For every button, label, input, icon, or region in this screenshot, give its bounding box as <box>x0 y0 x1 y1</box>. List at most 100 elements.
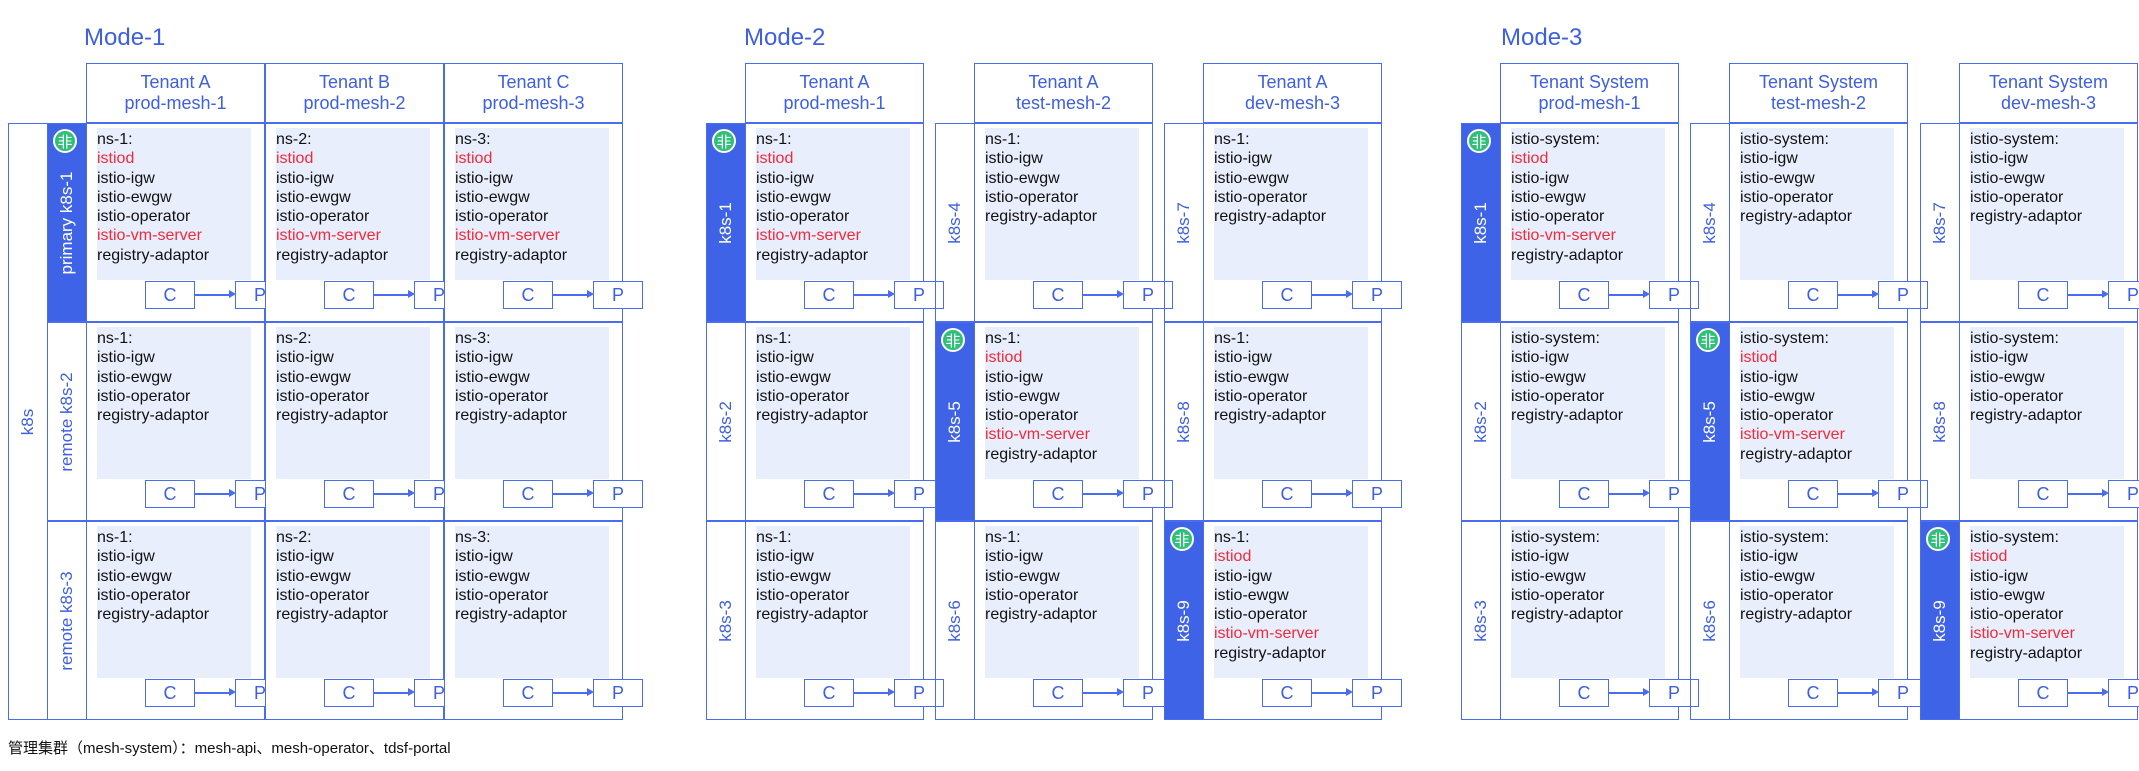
component-control-plane: istio-vm-server <box>1214 625 1319 643</box>
component-item: istio-operator <box>1214 606 1308 624</box>
namespace-panel <box>97 526 251 678</box>
component-item: istio-igw <box>1511 349 1569 367</box>
component-control-plane: istiod <box>1740 349 1778 367</box>
component-item: ns-2: <box>276 330 312 347</box>
provider-box: P <box>1352 679 1402 707</box>
consumer-box: C <box>324 480 374 508</box>
consumer-box: C <box>145 480 195 508</box>
component-control-plane: istio-vm-server <box>455 227 560 245</box>
provider-box: P <box>1352 281 1402 309</box>
component-item: istio-operator <box>1511 586 1605 604</box>
cluster-label: remote k8s-3 <box>57 570 76 671</box>
component-item: ns-2: <box>276 131 312 148</box>
namespace-panel <box>455 526 609 678</box>
component-item: istio-ewgw <box>455 188 530 206</box>
component-item: istio-operator <box>276 586 370 604</box>
provider-box: P <box>1878 679 1928 707</box>
component-item: ns-1: <box>985 131 1021 148</box>
cluster-label: k8s-5 <box>945 400 964 443</box>
component-item: istio-operator <box>1740 188 1834 206</box>
cluster-side-label: k8s-8 <box>1164 322 1204 521</box>
arrow-icon <box>1838 490 1879 496</box>
component-control-plane: istiod <box>97 150 135 168</box>
arrow-icon <box>374 490 415 496</box>
component-item: istio-igw <box>455 349 513 367</box>
component-item: registry-adaptor <box>1970 644 2083 662</box>
cluster-label: k8s-2 <box>1471 400 1490 443</box>
namespace-panel <box>1511 327 1665 479</box>
component-item: istio-system: <box>1970 131 2059 148</box>
cluster-label: remote k8s-2 <box>57 371 76 472</box>
component-item: registry-adaptor <box>1511 246 1624 264</box>
component-item: registry-adaptor <box>985 208 1098 226</box>
component-item: registry-adaptor <box>1511 407 1624 425</box>
component-item: registry-adaptor <box>455 407 568 425</box>
component-item: istio-ewgw <box>985 567 1060 585</box>
component-item: istio-operator <box>985 586 1079 604</box>
tenant-name: Tenant A <box>799 72 870 92</box>
component-item: registry-adaptor <box>97 606 210 624</box>
component-item: istio-ewgw <box>1740 567 1815 585</box>
mesh-name: test-mesh-2 <box>1770 93 1867 113</box>
component-item: istio-operator <box>455 387 549 405</box>
provider-box: P <box>1352 480 1402 508</box>
consumer-box: C <box>1262 281 1312 309</box>
component-control-plane: istiod <box>276 150 314 168</box>
arrow-icon <box>1838 291 1879 297</box>
component-control-plane: istiod <box>756 150 794 168</box>
component-item: istio-igw <box>985 368 1043 386</box>
mesh-name: prod-mesh-1 <box>124 93 227 113</box>
arrow-icon <box>854 490 895 496</box>
component-control-plane: istiod <box>455 150 493 168</box>
component-item: istio-igw <box>1740 368 1798 386</box>
component-item: ns-1: <box>985 529 1021 546</box>
component-item: registry-adaptor <box>985 445 1098 463</box>
namespace-panel <box>1740 327 1894 479</box>
component-item: istio-system: <box>1740 529 1829 546</box>
component-item: registry-adaptor <box>455 606 568 624</box>
component-item: ns-3: <box>455 529 491 546</box>
cluster-side-label: k8s-3 <box>1461 521 1501 720</box>
namespace-panel <box>97 327 251 479</box>
consumer-box: C <box>1033 281 1083 309</box>
component-item: istio-system: <box>1511 131 1600 148</box>
component-item: ns-1: <box>756 529 792 546</box>
component-item: ns-3: <box>455 131 491 148</box>
consumer-box: C <box>1033 480 1083 508</box>
component-item: istio-igw <box>1214 150 1272 168</box>
component-item: ns-1: <box>97 131 133 148</box>
component-item: istio-igw <box>985 150 1043 168</box>
provider-box: P <box>593 679 643 707</box>
component-item: registry-adaptor <box>756 606 869 624</box>
cluster-label: k8s-7 <box>1930 201 1949 244</box>
component-item: istio-igw <box>276 349 334 367</box>
component-item: registry-adaptor <box>1970 407 2083 425</box>
